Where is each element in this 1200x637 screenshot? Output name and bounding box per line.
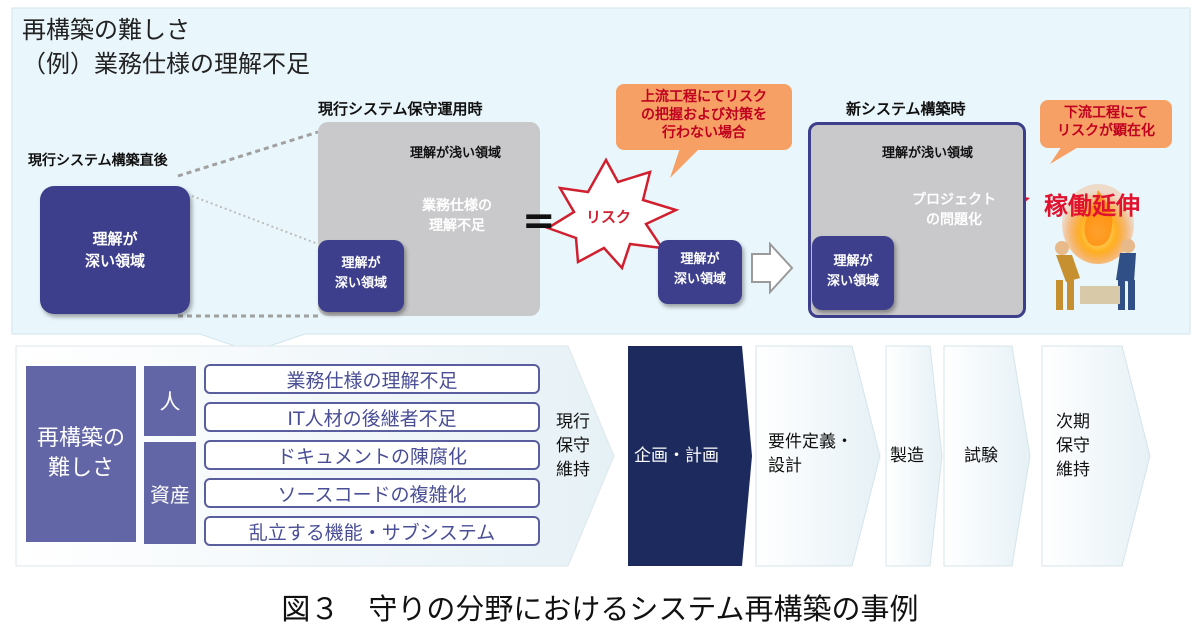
burst-risk <box>545 157 680 271</box>
phase-planning-shape <box>628 346 752 566</box>
phase-next-label: 次期 保守 維持 <box>1056 412 1090 480</box>
stage2-deep-box: 理解が 深い領域 <box>318 240 404 312</box>
stage3-burst-label: プロジェクト の問題化 <box>912 192 996 228</box>
callout-downstream: 下流工程にて リスクが顕在化 <box>1040 100 1172 148</box>
issue-item: ソースコードの複雑化 <box>204 478 540 508</box>
equals-sign: = <box>522 198 556 244</box>
phase-requirements-shape <box>755 345 881 567</box>
issue-item: 業務仕様の理解不足 <box>204 364 540 394</box>
phase-testing-label: 試験 <box>964 446 998 466</box>
flame-icon <box>1084 190 1113 247</box>
connector-dashed-top <box>177 130 319 178</box>
category-people: 人 <box>144 366 196 436</box>
callout-downstream-tail <box>1050 146 1080 164</box>
stage2-deep-label: 理解が 深い領域 <box>334 256 387 291</box>
stage1-deep-box: 理解が 深い領域 <box>40 186 190 314</box>
apologizing-people-icon <box>1055 239 1136 310</box>
category-assets: 資産 <box>144 442 196 544</box>
issue-item: 乱立する機能・サブシステム <box>204 516 540 546</box>
issue-item: ドキュメントの陳腐化 <box>204 440 540 470</box>
stage2-title: 現行システム保守運用時 <box>318 100 483 118</box>
callout-upstream-tail <box>670 148 700 178</box>
stage2-burst-label: 業務仕様の 理解不足 <box>422 198 492 234</box>
phase-manufacturing-label: 製造 <box>890 446 924 466</box>
callout-upstream: 上流工程にてリスク の把握および対策を 行わない場合 <box>616 84 792 150</box>
stage2-shallow-label: 理解が浅い領域 <box>410 146 502 161</box>
phase-manufacturing-shape <box>885 345 943 567</box>
difficulty-label: 再構築の 難しさ <box>26 366 136 542</box>
figure-caption: 図３ 守りの分野におけるシステム再構築の事例 <box>281 592 919 626</box>
stage3-deep-box: 理解が 深い領域 <box>812 236 894 310</box>
issue-item: IT人材の後継者不足 <box>204 402 540 432</box>
stage3-title: 新システム構築時 <box>846 100 966 118</box>
risk-burst-label: リスク <box>586 208 632 226</box>
phase-planning-label: 企画・計画 <box>634 446 719 466</box>
stage3-shallow-label: 理解が浅い領域 <box>882 146 974 161</box>
transition-arrow-icon <box>751 241 794 295</box>
stage3-deep-label: 理解が 深い領域 <box>826 254 879 289</box>
panel-subtitle: （例）業務仕様の理解不足 <box>22 50 310 78</box>
panel-title: 再構築の難しさ <box>22 16 190 44</box>
risk-deep-box: 理解が 深い領域 <box>658 240 742 304</box>
phase-next-shape <box>1041 345 1151 567</box>
stage1-deep-label: 理解が 深い領域 <box>84 230 145 270</box>
phase-requirements-label: 要件定義・ 設計 <box>768 432 853 476</box>
delay-label: 稼働延伸 <box>1044 192 1140 220</box>
phase-testing-shape <box>943 345 1031 567</box>
phase-current-label: 現行 保守 維持 <box>556 412 590 480</box>
stage1-title: 現行システム構築直後 <box>28 153 168 169</box>
risk-deep-label: 理解が 深い領域 <box>673 252 726 287</box>
